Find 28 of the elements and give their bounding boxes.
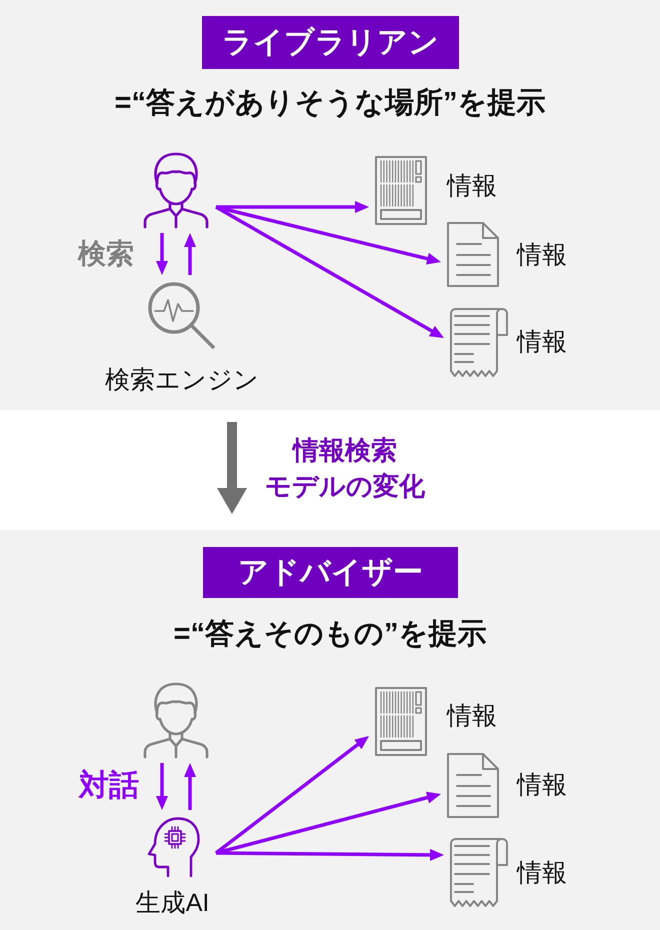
icon-label: 情報 [517,858,567,888]
icon-label: 情報 [517,770,567,800]
title-banner: ライブラリアン [202,16,459,69]
arrow [216,201,369,213]
arrow [215,205,444,338]
arrow [216,848,444,861]
subtitle: =“答えがありそうな場所”を提示 [114,86,546,121]
subtitle: =“答えそのもの”を提示 [172,617,488,652]
icon-label: 情報 [517,240,567,270]
icon-label: 情報 [517,327,567,357]
arrow [217,422,247,514]
arrow [156,233,168,275]
edge-label: 情報検索モデルの変化 [264,434,426,503]
icon-label: 情報 [447,701,497,731]
panel [0,0,660,410]
title-banner: アドバイザー [203,547,458,598]
edge-label: 検索 [78,237,134,271]
edge-label: 対話 [79,768,139,804]
icon-label: 情報 [447,171,497,201]
icon-label: 生成AI [135,888,210,918]
arrow [184,233,196,275]
arrow [156,763,168,810]
icon-label: 検索エンジン [105,365,258,395]
arrow [184,763,196,810]
arrow [214,736,369,854]
arrow [216,205,441,265]
panel [0,530,660,930]
arrow [216,792,441,855]
